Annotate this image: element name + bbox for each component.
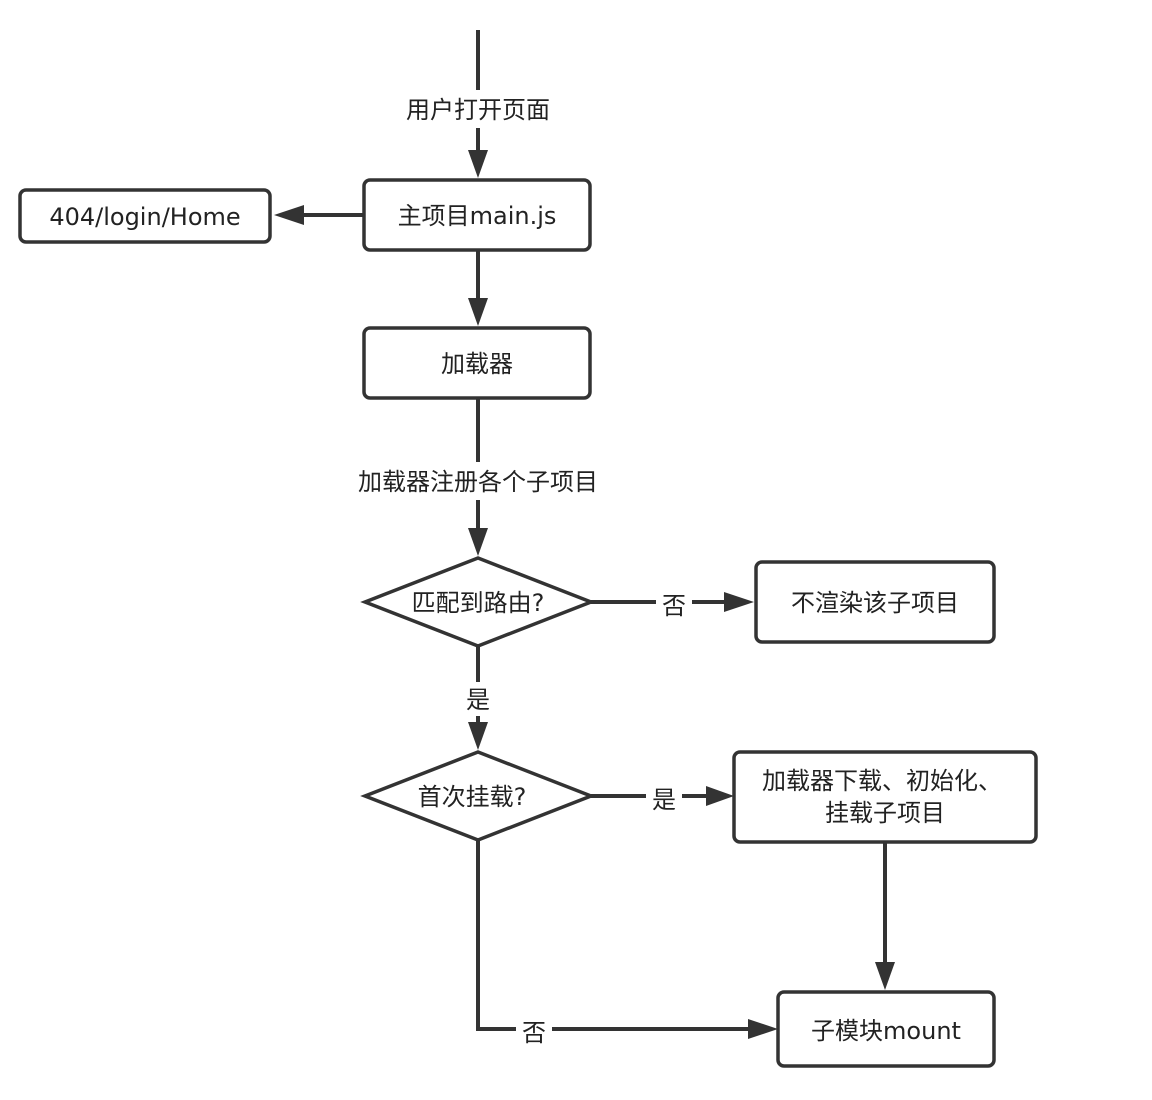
arrowhead-match-to-first-mount [468,722,488,750]
edge-label-register: 加载器注册各个子项目 [358,468,598,496]
node-no-render-label: 不渲染该子项目 [791,589,959,617]
edge-label-bg-match-no [656,586,692,620]
node-main-js-label: 主项目main.js [398,202,557,230]
edge-label-bg-user-open [396,90,560,128]
decision-first-mount [360,750,596,842]
node-download-init-mount [732,750,1038,844]
node-download-line2: 挂载子项目 [825,799,945,827]
edge-label-first-no: 否 [522,1019,546,1047]
edge-label-bg-register [344,462,612,500]
node-loader-label: 加载器 [441,350,513,378]
decision-first-mount-label: 首次挂载? [418,783,527,811]
arrowhead-download-to-submodule [875,962,895,990]
node-submodule-mount [776,990,996,1068]
arrowhead-first-to-submodule [748,1019,778,1039]
node-no-render [754,560,996,644]
node-main-js [362,178,592,252]
edge-label-match-yes: 是 [466,686,490,714]
arrowhead-main-to-loader [468,298,488,326]
arrowhead-first-to-download [706,786,734,806]
node-submodule-mount-label: 子模块mount [811,1017,961,1045]
arrowhead-loader-to-match [468,528,488,556]
node-download-line1: 加载器下载、初始化、 [762,767,1002,795]
edge-label-user-open: 用户打开页面 [406,96,550,124]
edge-label-bg-match-yes [460,682,496,716]
node-loader [362,326,592,400]
edge-label-bg-first-yes [646,780,682,814]
node-side-pages [18,188,272,244]
arrowhead-match-to-no-render [724,592,754,612]
decision-match-route-label: 匹配到路由? [412,589,545,617]
node-side-pages-label: 404/login/Home [49,203,240,231]
edge-label-first-yes: 是 [652,786,676,814]
arrowhead-entry-to-main [468,150,488,178]
edge-label-bg-first-no [516,1013,552,1047]
edge-first-to-submodule [476,840,750,1031]
arrowhead-main-to-side-pages [274,205,304,225]
edge-label-match-no: 否 [662,592,686,620]
decision-match-route [360,556,596,648]
